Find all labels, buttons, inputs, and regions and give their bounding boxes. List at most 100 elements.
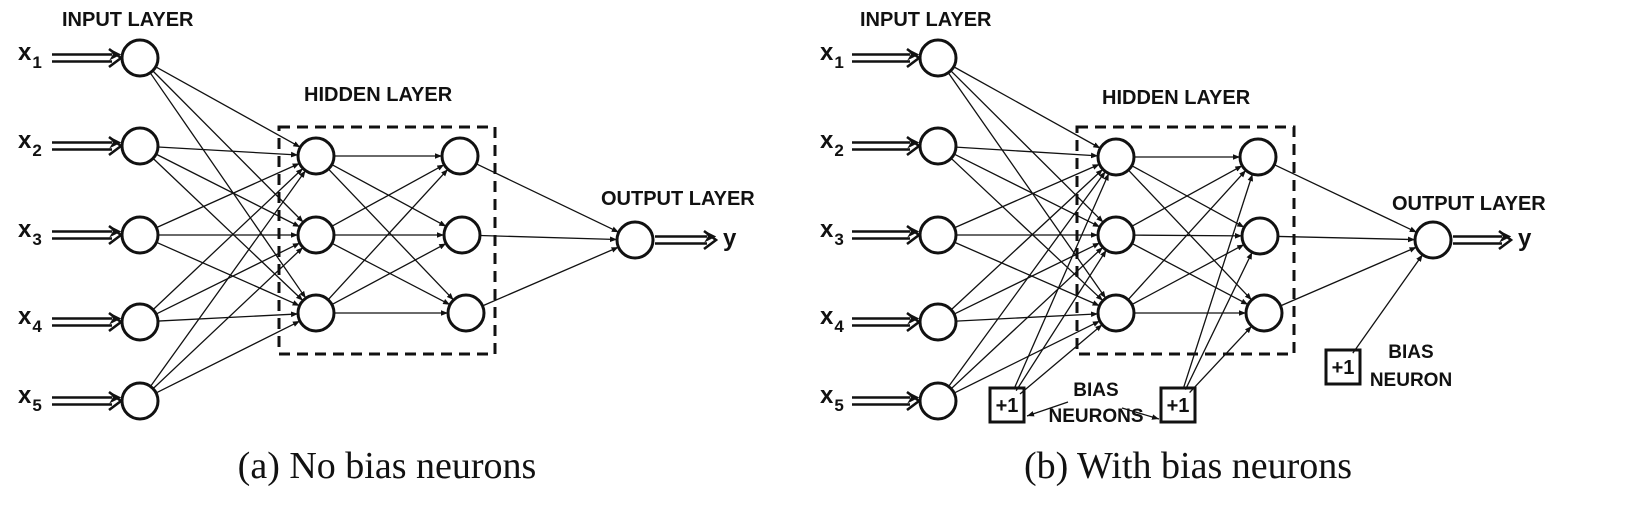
output-arrow-tip — [1498, 229, 1514, 251]
input-neuron-4 — [918, 302, 958, 342]
bias-pointer-left — [1026, 401, 1069, 417]
input-layer-label: INPUT LAYER — [860, 9, 992, 31]
bias-neuron-box — [1324, 348, 1362, 386]
edge-in1-h1 — [953, 66, 1101, 149]
hidden2-neuron-1 — [1238, 137, 1278, 177]
input-arrow-5-tip — [906, 390, 922, 412]
edge-in1-h1 — [155, 66, 301, 148]
input-label-base: x — [18, 216, 32, 243]
bias-pointer-right — [1121, 407, 1160, 420]
edge-in1-h2 — [950, 70, 1104, 223]
bias-neuron-label-line2: NEURON — [1370, 370, 1452, 391]
edge-in2-h3 — [152, 157, 304, 302]
input-label-subscript: 1 — [32, 53, 41, 72]
input-arrow-5-tip — [108, 390, 124, 412]
edge-in4-h1 — [152, 167, 304, 311]
input-arrow-3-tip — [906, 224, 922, 246]
edge-in3-h3 — [156, 241, 300, 307]
input-label-x5: x5 — [18, 382, 42, 415]
edge-h21-out — [475, 163, 620, 233]
input-neuron-5 — [918, 381, 958, 421]
output-neuron — [1413, 220, 1453, 260]
input-neuron-1 — [918, 38, 958, 78]
input-label-x1: x1 — [18, 39, 42, 72]
bias-neuron-box — [988, 386, 1026, 424]
hidden1-neuron-1 — [1096, 137, 1136, 177]
bias-neuron-value: +1 — [996, 395, 1019, 417]
edge-h1-h22 — [1131, 165, 1245, 228]
hidden1-neuron-3 — [296, 293, 336, 333]
input-label-base: x — [820, 216, 834, 243]
hidden-layer-box — [1075, 125, 1296, 356]
input-label-base: x — [18, 382, 32, 409]
edge-in1-h3 — [947, 72, 1107, 299]
edge-h3-h21 — [1127, 169, 1247, 301]
output-label-y: y — [723, 225, 737, 252]
edge-in5-h3 — [953, 320, 1101, 394]
edge-in1-h2 — [152, 70, 304, 223]
input-label-base: x — [18, 39, 32, 66]
input-label-base: x — [820, 303, 834, 330]
edge-in2-h2 — [953, 153, 1101, 228]
edge-in3-h3 — [954, 241, 1100, 307]
input-neuron-1 — [120, 38, 160, 78]
bias-neuron-label-line1: BIAS — [1388, 342, 1433, 363]
output-label-y: y — [1518, 225, 1532, 252]
edge-h21-out — [1273, 164, 1418, 233]
bias-neuron-box — [1159, 386, 1197, 424]
output-layer-label: OUTPUT LAYER — [1392, 193, 1546, 215]
input-label-subscript: 3 — [32, 230, 41, 249]
edge-bias2-h21 — [1182, 173, 1254, 390]
edge-bias3-out — [1352, 254, 1424, 354]
input-label-x1: x1 — [820, 39, 844, 72]
hidden2-neuron-2 — [442, 215, 482, 255]
input-arrow-2-tip — [108, 135, 124, 157]
hidden1-neuron-2 — [1096, 215, 1136, 255]
edge-in5-h1 — [149, 170, 307, 387]
edge-bias2-h23 — [1189, 325, 1253, 394]
edge-h23-out — [1280, 246, 1417, 307]
input-arrow-4-tip — [906, 311, 922, 333]
edge-in1-h3 — [149, 72, 307, 299]
edge-in4-h1 — [950, 168, 1104, 311]
edge-in2-h2 — [155, 153, 301, 228]
input-neuron-2 — [120, 126, 160, 166]
input-label-x2: x2 — [820, 127, 844, 160]
edge-bias2-h22 — [1184, 251, 1253, 390]
edge-in5-h2 — [950, 246, 1104, 390]
edge-h22-out — [479, 234, 618, 243]
edge-h2-h23 — [331, 242, 451, 306]
edge-in3-h1 — [954, 163, 1100, 229]
output-neuron — [615, 220, 655, 260]
hidden-layer-label: HIDDEN LAYER — [304, 84, 453, 106]
edge-h23-out — [482, 246, 619, 307]
input-neuron-2 — [918, 126, 958, 166]
edge-in5-h1 — [948, 171, 1106, 387]
edge-h2-h21 — [331, 164, 445, 227]
output-arrow-tip — [703, 229, 719, 251]
input-label-subscript: 5 — [834, 396, 843, 415]
hidden1-neuron-1 — [296, 136, 336, 176]
input-label-base: x — [820, 382, 834, 409]
input-layer-label: INPUT LAYER — [62, 9, 194, 31]
input-label-x5: x5 — [820, 382, 844, 415]
hidden1-neuron-2 — [296, 215, 336, 255]
input-label-x3: x3 — [820, 216, 844, 249]
hidden2-neuron-2 — [1240, 216, 1280, 256]
hidden2-neuron-1 — [440, 136, 480, 176]
input-label-subscript: 3 — [834, 230, 843, 249]
edge-h3-h22 — [331, 242, 447, 306]
input-arrow-2-tip — [906, 135, 922, 157]
input-label-base: x — [18, 303, 32, 330]
bias-neuron-value: +1 — [1167, 395, 1190, 417]
input-label-subscript: 4 — [32, 317, 42, 336]
input-label-base: x — [18, 127, 32, 154]
panel-caption: (a) No bias neurons — [238, 445, 537, 487]
input-arrow-4-tip — [108, 311, 124, 333]
edge-in2-h1 — [157, 146, 299, 158]
edge-bias1-h1 — [1013, 173, 1110, 390]
hidden-layer-label: HIDDEN LAYER — [1102, 87, 1251, 109]
